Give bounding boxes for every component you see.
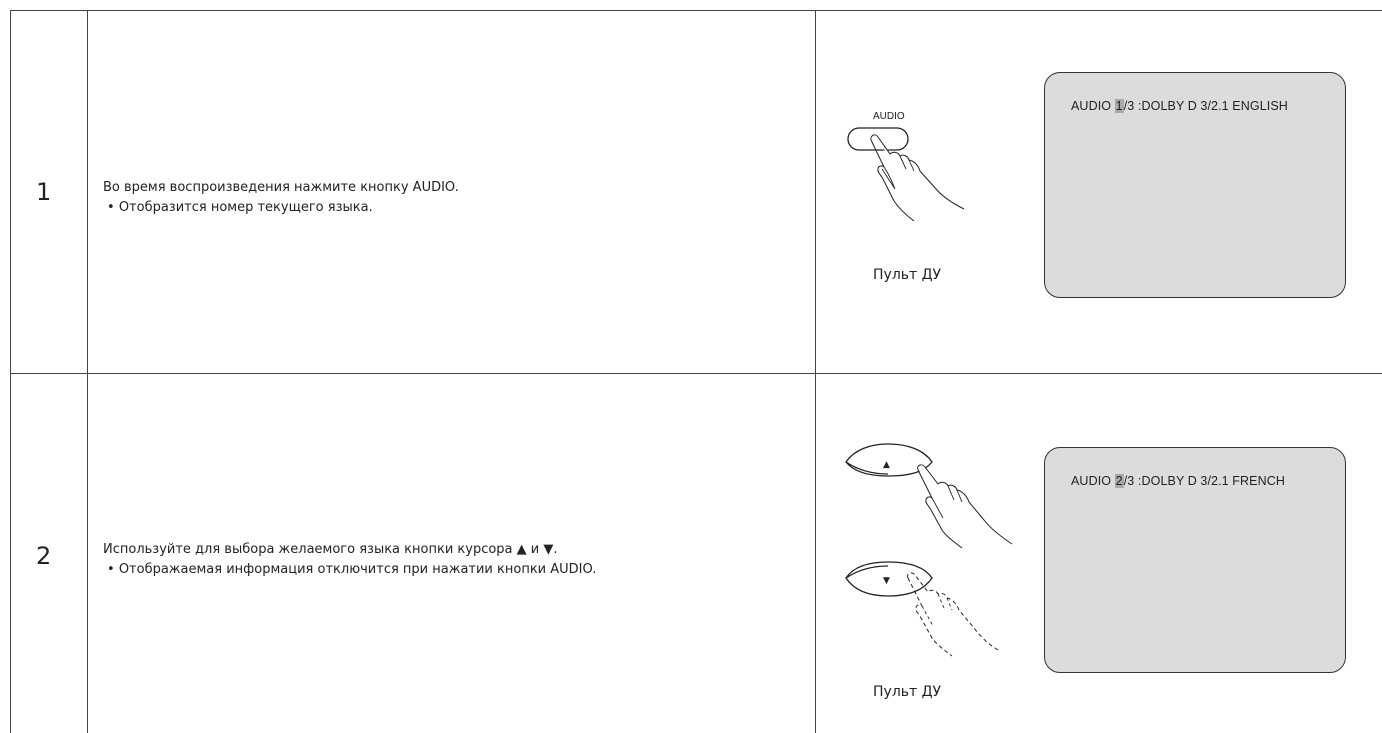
row-divider	[10, 373, 1382, 374]
instruction-text: Во время воспроизведения нажмите кнопку …	[103, 178, 459, 198]
osd-audio-info: AUDIO 2/3 :DOLBY D 3/2.1 FRENCH	[1071, 474, 1285, 488]
down-arrow-icon: ▼	[883, 576, 890, 586]
pointing-hand-icon	[871, 135, 964, 221]
on-screen-display: AUDIO 1/3 :DOLBY D 3/2.1 ENGLISH	[1044, 72, 1346, 298]
audio-button-label: AUDIO	[873, 111, 905, 122]
on-screen-display: AUDIO 2/3 :DOLBY D 3/2.1 FRENCH	[1044, 447, 1346, 673]
cursor-up-press-illustration: ▲	[830, 432, 1010, 552]
pointing-hand-icon	[918, 465, 1012, 548]
step-number: 1	[36, 178, 51, 206]
note-text: Отображаемая информация отключится при н…	[119, 562, 597, 577]
remote-caption: Пульт ДУ	[873, 684, 941, 700]
step-number: 2	[36, 542, 51, 570]
cursor-down-press-illustration: ▼	[830, 550, 1010, 680]
column-divider-number	[87, 10, 88, 733]
table-left-border	[10, 10, 11, 733]
osd-audio-info: AUDIO 1/3 :DOLBY D 3/2.1 ENGLISH	[1071, 99, 1288, 113]
instruction-note: • Отображаемая информация отключится при…	[103, 560, 596, 580]
note-text: Отобразится номер текущего языка.	[119, 200, 373, 215]
up-arrow-icon: ▲	[883, 460, 890, 470]
step-instruction: Во время воспроизведения нажмите кнопку …	[103, 178, 459, 218]
step-instruction: Используйте для выбора желаемого языка к…	[103, 540, 596, 580]
instruction-text: Используйте для выбора желаемого языка к…	[103, 540, 596, 560]
column-divider-illustration	[815, 10, 816, 733]
osd-current-track: 2	[1115, 474, 1124, 488]
remote-caption: Пульт ДУ	[873, 267, 941, 283]
instruction-note: • Отобразится номер текущего языка.	[103, 198, 459, 218]
table-top-border	[10, 10, 1382, 11]
audio-button-press-illustration: AUDIO	[840, 105, 980, 245]
osd-current-track: 1	[1115, 99, 1124, 113]
